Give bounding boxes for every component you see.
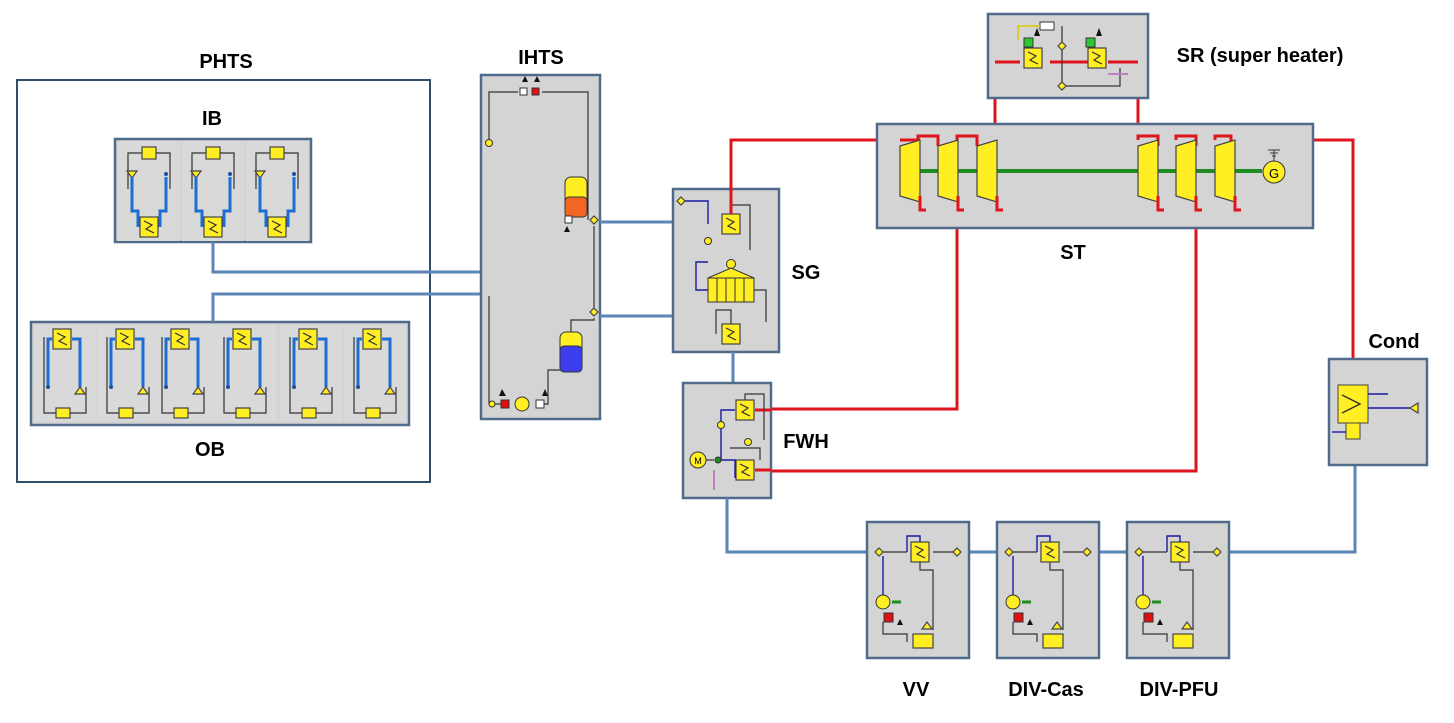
motor-label: M	[694, 456, 702, 466]
ob-block	[29, 320, 411, 427]
cond-label: Cond	[1368, 331, 1419, 353]
st-label: ST	[1060, 242, 1086, 264]
ihts-label: IHTS	[518, 47, 564, 69]
cond-block	[1327, 357, 1429, 467]
sg-label: SG	[792, 262, 821, 284]
sr-label: SR (super heater)	[1177, 45, 1344, 67]
ib-label: IB	[202, 108, 222, 130]
sg-block	[671, 187, 781, 354]
fwh-label: FWH	[783, 431, 829, 453]
ob-label: OB	[195, 439, 225, 461]
vv-label: VV	[903, 679, 930, 701]
extraction-2-line	[771, 228, 1198, 473]
ib-block	[113, 137, 313, 244]
div-pfu-block	[1127, 522, 1229, 658]
fwh-vv-line	[725, 498, 867, 554]
ihts-block	[479, 73, 602, 421]
div-cas-label: DIV-Cas	[1008, 679, 1084, 701]
div-cas-block	[997, 522, 1099, 658]
sr-block	[986, 12, 1150, 100]
phts-label: PHTS	[199, 51, 252, 73]
st-block: G	[875, 122, 1315, 230]
main-steam-line	[729, 138, 900, 214]
fwh-block: M	[681, 381, 773, 500]
divpfu-cond-line	[1227, 465, 1357, 554]
generator-label: G	[1269, 166, 1279, 181]
ib-to-ihts-line	[211, 242, 481, 274]
div-pfu-label: DIV-PFU	[1140, 679, 1219, 701]
vv-block	[867, 522, 969, 658]
extraction-1-line	[771, 228, 959, 411]
ob-to-ihts-line	[211, 292, 481, 322]
